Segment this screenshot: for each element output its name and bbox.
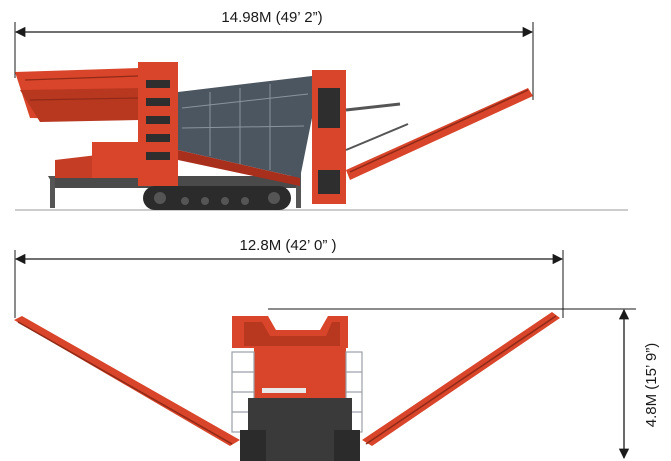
conveyor-strut	[345, 102, 401, 112]
stockpile-conveyor	[346, 88, 533, 180]
front-hopper-inner	[244, 322, 340, 346]
crawler-track	[143, 186, 291, 210]
height-dimension: 4.8M (15’ 9”)	[268, 308, 660, 460]
support-leg	[50, 176, 55, 208]
hopper-rib	[24, 75, 139, 81]
height-dimension-label: 4.8M (15’ 9”)	[643, 343, 660, 427]
front-badge	[262, 388, 306, 393]
engine-housing	[92, 142, 140, 178]
discharge-tower-panel	[318, 88, 340, 128]
discharge-tower-panel	[318, 170, 340, 194]
right-side-conveyor-belt	[365, 315, 557, 445]
length-dimension-label: 14.98M (49’ 2”)	[221, 9, 322, 26]
tower-panels	[146, 80, 170, 160]
under-screen-conveyor	[178, 150, 300, 186]
support-leg	[296, 170, 301, 208]
left-side-conveyor	[14, 316, 240, 446]
hopper-side-panel	[20, 88, 140, 122]
left-side-conveyor-belt	[17, 321, 233, 445]
front-track-right	[334, 430, 360, 461]
front-track-left	[240, 430, 266, 461]
track-rollers	[154, 192, 280, 205]
screen-box-frame	[181, 84, 309, 170]
machine-side-view	[15, 62, 628, 211]
conveyor-strut	[345, 123, 409, 151]
length-dimension: 14.98M (49’ 2”)	[14, 9, 534, 100]
width-dimension-label: 12.8M (42’ 0” )	[240, 237, 337, 254]
width-dimension: 12.8M (42’ 0” )	[14, 237, 564, 318]
machine-front-view	[14, 312, 560, 461]
stockpile-conveyor-belt	[349, 89, 529, 173]
hopper-rib	[29, 97, 139, 101]
